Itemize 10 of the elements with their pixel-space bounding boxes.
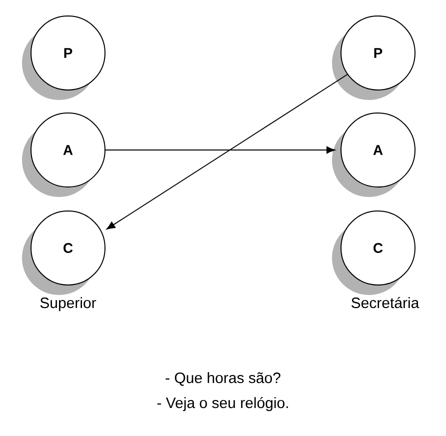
circle-node: P: [332, 16, 416, 100]
circle-node: A: [22, 112, 106, 197]
dialogue-line: - Veja o seu relógio.: [157, 396, 288, 412]
arrow: [105, 146, 336, 154]
circle-node: C: [22, 210, 106, 295]
circle-node: C: [332, 210, 416, 295]
dialogue-line: - Que horas são?: [166, 372, 280, 386]
circle-node: A: [332, 112, 416, 197]
circle-node: P: [22, 16, 106, 100]
arrow: [106, 74, 348, 230]
